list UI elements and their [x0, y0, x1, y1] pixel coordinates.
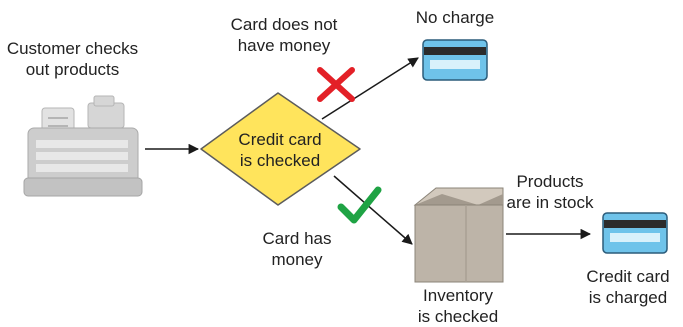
decision-label-line2: is checked [239, 151, 321, 170]
in-stock-label: Products are in stock [490, 171, 610, 213]
in-stock-label-line1: Products [516, 172, 584, 191]
red-cross-icon [317, 67, 355, 102]
no-money-label: Card does not have money [214, 14, 354, 56]
in-stock-label-line2: are in stock [506, 193, 594, 212]
no-money-label-line1: Card does not [230, 15, 338, 34]
no-charge-label-line: No charge [415, 8, 495, 27]
inventory-label-line2: is checked [417, 307, 499, 326]
no-charge-label: No charge [400, 7, 510, 28]
has-money-label-line2: money [271, 250, 323, 269]
green-check-icon [337, 186, 382, 224]
inventory-box-icon [413, 187, 504, 283]
inventory-label: Inventory is checked [403, 285, 513, 327]
credit-card-icon [422, 39, 488, 81]
customer-label-line2: out products [25, 60, 120, 79]
customer-label-line1: Customer checks [6, 39, 139, 58]
has-money-label-line1: Card has [262, 229, 332, 248]
charged-label-line1: Credit card [586, 267, 670, 286]
customer-label: Customer checks out products [0, 38, 145, 80]
decision-diamond [200, 92, 361, 206]
inventory-label-line1: Inventory [423, 286, 493, 305]
charged-label-line2: is charged [588, 288, 668, 307]
has-money-label: Card has money [252, 228, 342, 270]
no-money-label-line2: have money [237, 36, 331, 55]
credit-card-icon [602, 212, 668, 254]
charged-label: Credit card is charged [573, 266, 683, 308]
arrow-decision-to-inventory [333, 175, 413, 245]
decision-label: Credit card is checked [220, 129, 340, 171]
decision-label-line1: Credit card [238, 130, 322, 149]
cash-register-icon [23, 95, 143, 197]
arrow-decision-to-no-charge [321, 57, 419, 120]
